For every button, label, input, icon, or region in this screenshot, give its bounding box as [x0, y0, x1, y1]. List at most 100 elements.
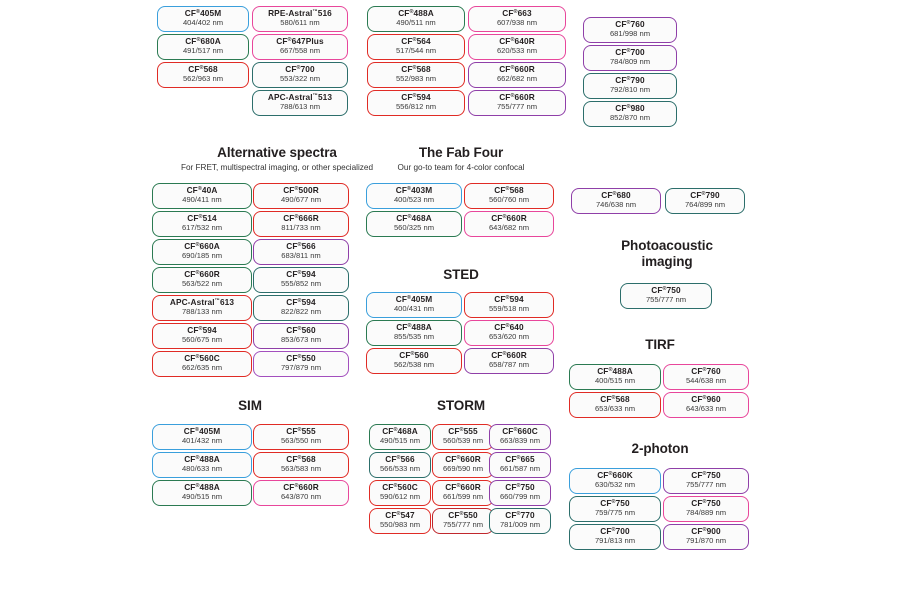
- trademark-symbol: ®: [702, 471, 707, 478]
- dye-chip-name: RPE-Astral™516: [268, 8, 332, 19]
- dye-chip-name: CF®500R: [283, 185, 319, 196]
- trademark-symbol: ®: [195, 242, 200, 249]
- dye-chip-wavelengths: 580/611 nm: [280, 18, 320, 28]
- trademark-symbol: ®: [412, 93, 417, 100]
- dye-chip-name: CF®640: [494, 322, 524, 333]
- dye-chip-name: CF®405M: [183, 426, 221, 437]
- dye-chip-name: CF®566: [286, 241, 316, 252]
- dye-chip-name: CF®660R: [499, 92, 535, 103]
- trademark-symbol: ®: [393, 427, 398, 434]
- dye-chip-name: CF®750: [691, 470, 721, 481]
- trademark-symbol: ®: [505, 295, 510, 302]
- dye-chip-wavelengths: 784/809 nm: [609, 57, 651, 67]
- dye-chip-wavelengths: 404/402 nm: [182, 18, 224, 28]
- trademark-symbol: ®: [297, 270, 302, 277]
- dye-chip-wavelengths: 788/133 nm: [181, 307, 223, 317]
- dye-chip-name: CF®750: [651, 285, 681, 296]
- dye-chip-wavelengths: 660/799 nm: [499, 492, 541, 502]
- dye-chip-name: CF®750: [505, 482, 535, 493]
- section-title-alternative-spectra: Alternative spectra: [217, 145, 337, 160]
- dye-chip-name: CF®700: [615, 47, 645, 58]
- dye-chip-wavelengths: 764/899 nm: [684, 200, 726, 210]
- dye-chip-name: CF®405M: [184, 8, 222, 19]
- trademark-symbol: ®: [195, 455, 200, 462]
